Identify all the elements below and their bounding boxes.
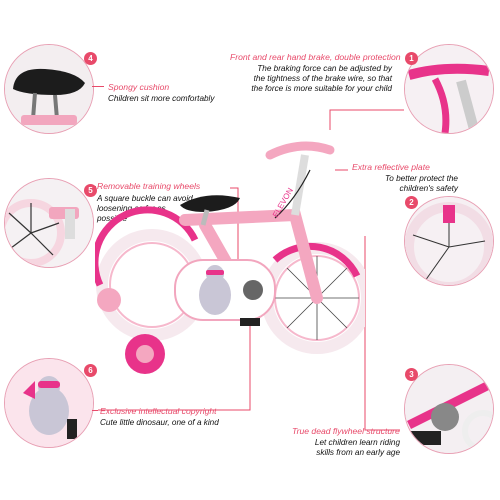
feature-6-desc: Cute little dinosaur, one of a kind [100,418,219,427]
feature-3-title: True dead flywheel structure [292,426,400,436]
callout-line-6 [92,410,98,411]
badge-5: 5 [84,184,97,197]
feature-4-desc: Children sit more comfortably [108,94,215,103]
feature-5-desc: A square buckle can avoid loosening as f… [97,194,193,223]
bike-illustration: ELEVON [95,141,365,374]
badge-3: 3 [405,368,418,381]
hand-brake-detail-image [404,44,494,134]
feature-1-desc: The braking force can be adjusted by the… [251,64,392,93]
feature-3-desc: Let children learn riding skills from an… [314,438,400,457]
flywheel-detail-image [404,364,494,454]
callout-line-4 [92,86,104,87]
badge-1: 1 [405,52,418,65]
feature-1-title: Front and rear hand brake, double protec… [230,52,401,62]
badge-4: 4 [84,52,97,65]
feature-2-desc: To better protect the children's safety [385,174,458,193]
feature-2-title: Extra reflective plate [352,162,430,172]
reflective-plate-detail-image [404,196,494,286]
badge-6: 6 [84,364,97,377]
dinosaur-detail-image [4,358,94,448]
feature-6-title: Exclusive intellectual copyright [100,406,217,416]
cushion-detail-image [4,44,94,134]
callout-line-5 [92,186,96,187]
badge-2: 2 [405,196,418,209]
feature-4-title: Spongy cushion [108,82,170,92]
feature-5-title: Removable training wheels [97,181,201,191]
training-wheel-detail-image [4,178,94,268]
